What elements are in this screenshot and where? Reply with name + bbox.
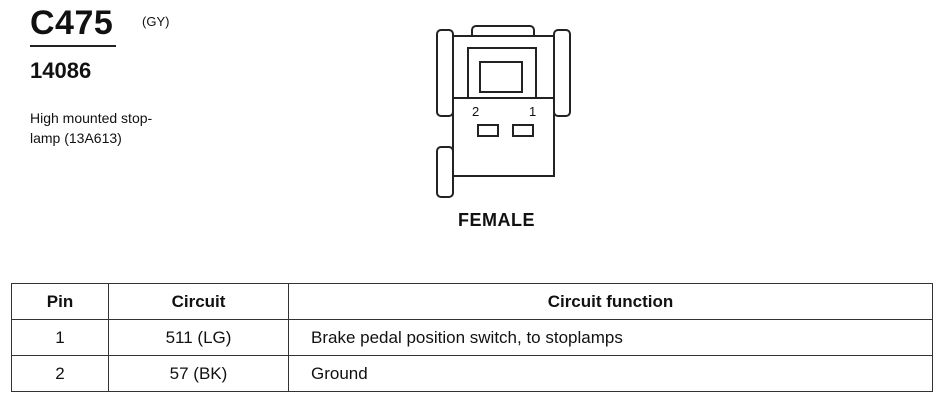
pin-2-cavity — [477, 124, 499, 137]
connector-face-diagram: 2 1 — [436, 25, 571, 198]
pin-cell: 1 — [11, 319, 109, 356]
pin-2-label: 2 — [472, 104, 479, 119]
column-header-pin: Pin — [11, 283, 109, 320]
connector-id: C475 — [30, 4, 114, 42]
description-line-1: High mounted stop- — [30, 110, 153, 126]
function-cell: Ground — [288, 355, 933, 392]
color-code: (GY) — [142, 14, 170, 29]
cavity-area — [452, 97, 555, 177]
part-number: 14086 — [30, 58, 92, 83]
function-cell: Brake pedal position switch, to stoplamp… — [288, 319, 933, 356]
left-lower-latch — [436, 146, 454, 198]
description-line-2: lamp (13A613) — [30, 130, 122, 146]
column-header-circuit: Circuit — [108, 283, 289, 320]
table-header-row: Pin Circuit Circuit function — [11, 283, 933, 320]
table-row: 2 57 (BK) Ground — [11, 355, 933, 392]
connector-description: High mounted stop- lamp (13A613) — [30, 108, 200, 148]
connector-gender-label: FEMALE — [458, 210, 535, 230]
table-row: 1 511 (LG) Brake pedal position switch, … — [11, 319, 933, 356]
right-latch — [553, 29, 571, 117]
pin-cell: 2 — [11, 355, 109, 392]
column-header-circuit-function: Circuit function — [288, 283, 933, 320]
left-upper-latch — [436, 29, 454, 117]
pin-1-label: 1 — [529, 104, 536, 119]
pin-1-cavity — [512, 124, 534, 137]
pin-table: Pin Circuit Circuit function 1 511 (LG) … — [11, 283, 933, 392]
circuit-cell: 511 (LG) — [108, 319, 289, 356]
lock-window — [479, 61, 523, 93]
title-divider — [30, 45, 116, 47]
circuit-cell: 57 (BK) — [108, 355, 289, 392]
